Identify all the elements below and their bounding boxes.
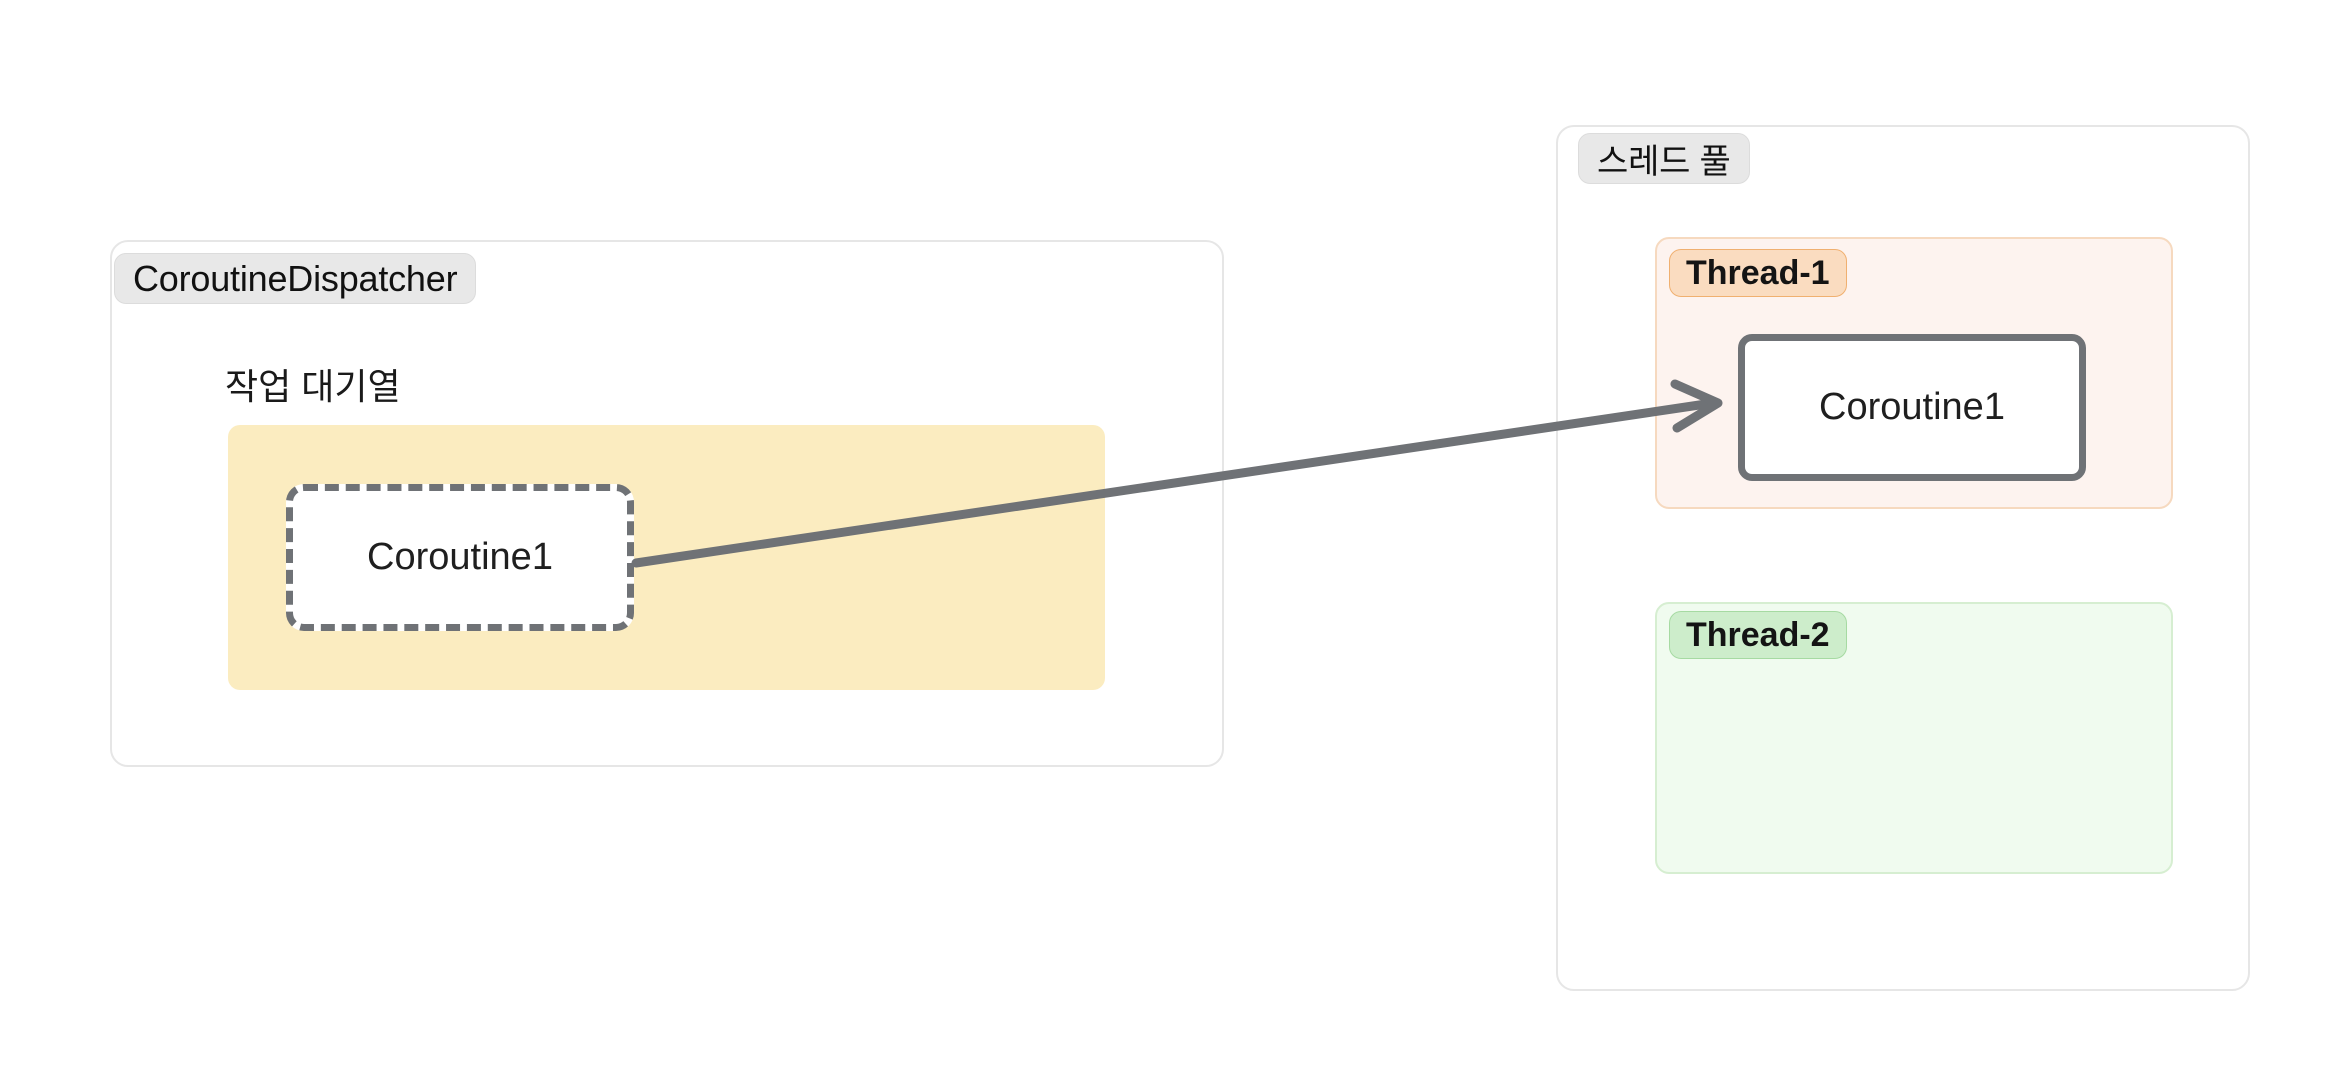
queued-coroutine-card[interactable]: Coroutine1 <box>286 484 634 631</box>
thread-1-label: Thread-1 <box>1669 249 1847 297</box>
thread-1-coroutine-card[interactable]: Coroutine1 <box>1738 334 2086 481</box>
thread-1-coroutine-label: Coroutine1 <box>1819 386 2005 428</box>
queued-coroutine-label: Coroutine1 <box>367 536 553 578</box>
thread-2-label: Thread-2 <box>1669 611 1847 659</box>
thread-pool-label: 스레드 풀 <box>1578 133 1750 184</box>
task-queue-label: 작업 대기열 <box>225 366 401 407</box>
coroutine-dispatcher-label: CoroutineDispatcher <box>114 253 477 304</box>
